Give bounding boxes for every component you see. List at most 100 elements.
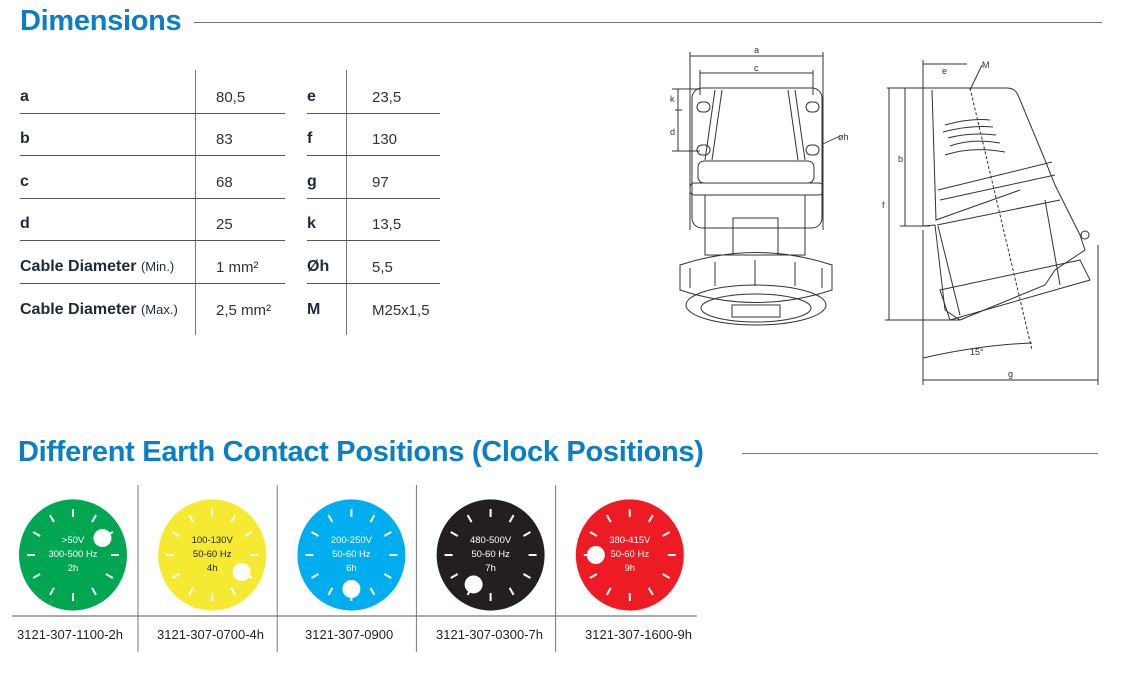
dimension-value: 25 (216, 216, 233, 233)
row-divider (307, 113, 440, 114)
label-text: a (20, 88, 29, 105)
hour-tick (383, 531, 392, 537)
dial-face (158, 499, 267, 611)
dial-hour: 4h (207, 563, 218, 574)
dial-face (19, 499, 127, 611)
dim-label-g: g (1008, 369, 1013, 379)
row-divider (20, 240, 285, 241)
title-rule (194, 22, 1102, 23)
hour-tick (230, 514, 237, 523)
dial-voltage: 480-500V (470, 535, 512, 546)
dial-face (297, 499, 406, 611)
part-number: 3121-307-0300-7h (436, 627, 543, 642)
hour-tick (450, 573, 459, 579)
dimension-value: M25x1,5 (372, 302, 430, 319)
dimension-label: g (307, 173, 317, 190)
dimension-value: 68 (216, 174, 233, 191)
dim-label-c: c (754, 63, 759, 73)
label-text: b (20, 130, 30, 147)
dimension-label: d (20, 215, 30, 233)
dial-hour: 7h (485, 563, 496, 574)
label-text: c (20, 173, 29, 190)
earth-contact-dot (232, 563, 251, 581)
hour-tick (662, 531, 671, 537)
hour-tick (523, 531, 531, 537)
dimension-label: Cable Diameter (Min.) (20, 258, 174, 276)
dimension-value: 1 mm² (216, 259, 259, 276)
hour-tick (466, 514, 473, 523)
dimension-value: 5,5 (372, 259, 393, 276)
dial-voltage: 100-130V (192, 535, 234, 546)
hour-tick (369, 587, 376, 596)
part-number: 3121-307-0700-4h (157, 627, 264, 642)
label-qualifier: (Max.) (140, 302, 178, 317)
hour-tick (188, 587, 195, 596)
hour-tick (311, 531, 319, 537)
dim-label-f: f (882, 200, 885, 210)
earth-dial: 480-500V 50-60 Hz 7h (436, 499, 545, 611)
label-text: Cable Diameter (20, 258, 137, 275)
column-divider (195, 70, 196, 335)
earth-contact-dot (586, 546, 605, 564)
dimension-label: k (307, 215, 316, 232)
dial-freq: 50-60 Hz (471, 549, 510, 560)
hour-tick (647, 587, 654, 596)
hour-tick (662, 573, 671, 579)
dial-freq: 50-60 Hz (193, 549, 232, 560)
hour-tick (49, 587, 55, 596)
dial-voltage: 200-250V (331, 535, 373, 546)
dimension-label: f (307, 130, 313, 147)
dimension-value: 130 (372, 131, 398, 148)
dimension-value: 13,5 (372, 216, 402, 233)
row-divider (307, 240, 440, 241)
hour-tick (32, 573, 41, 579)
hour-tick (647, 514, 654, 523)
hour-tick (450, 531, 459, 537)
row-divider (307, 283, 440, 284)
part-number: 3121-307-1600-9h (585, 627, 692, 642)
dial-voltage: 380-415V (609, 535, 651, 546)
earth-contact-dot (342, 580, 361, 598)
dial-freq: 50-60 Hz (332, 549, 371, 560)
hour-tick (605, 587, 612, 596)
dim-label-m: M (982, 60, 990, 70)
row-divider (20, 113, 285, 114)
row-divider (20, 198, 285, 199)
earth-positions-title: Different Earth Contact Positions (Clock… (18, 436, 704, 468)
dial-face (436, 499, 545, 611)
hour-tick (589, 531, 598, 537)
hour-tick (188, 514, 195, 523)
hour-tick (311, 573, 319, 579)
hour-tick (605, 514, 612, 523)
part-number: 3121-307-1100-2h (17, 627, 124, 642)
label-text: d (20, 215, 30, 232)
column-divider (346, 70, 347, 335)
hour-tick (327, 587, 334, 596)
product-dimension-drawing: a c k d øh e M b f 15° g (670, 45, 1099, 385)
dimension-value: 2,5 mm² (216, 302, 272, 319)
dimension-value: 23,5 (372, 89, 402, 106)
dimension-value: 97 (372, 174, 389, 191)
dimension-label: Cable Diameter (Max.) (20, 301, 178, 319)
hour-tick (91, 587, 97, 596)
row-divider (20, 155, 285, 156)
dial-hour: 2h (68, 563, 79, 574)
hour-tick (244, 531, 253, 537)
dimension-label: Øh (307, 258, 330, 275)
hour-tick (369, 514, 376, 523)
dim-label-h: øh (838, 132, 849, 142)
hour-tick (230, 587, 237, 596)
row-divider (307, 155, 440, 156)
dial-freq: 50-60 Hz (611, 549, 650, 560)
dimension-value: 83 (216, 131, 233, 148)
dimension-label: c (20, 173, 29, 191)
dim-label-b: b (898, 154, 903, 164)
hour-tick (508, 514, 515, 523)
hour-tick (32, 531, 41, 537)
hour-tick (508, 587, 515, 596)
part-number: 3121-307-0900 (305, 627, 394, 642)
